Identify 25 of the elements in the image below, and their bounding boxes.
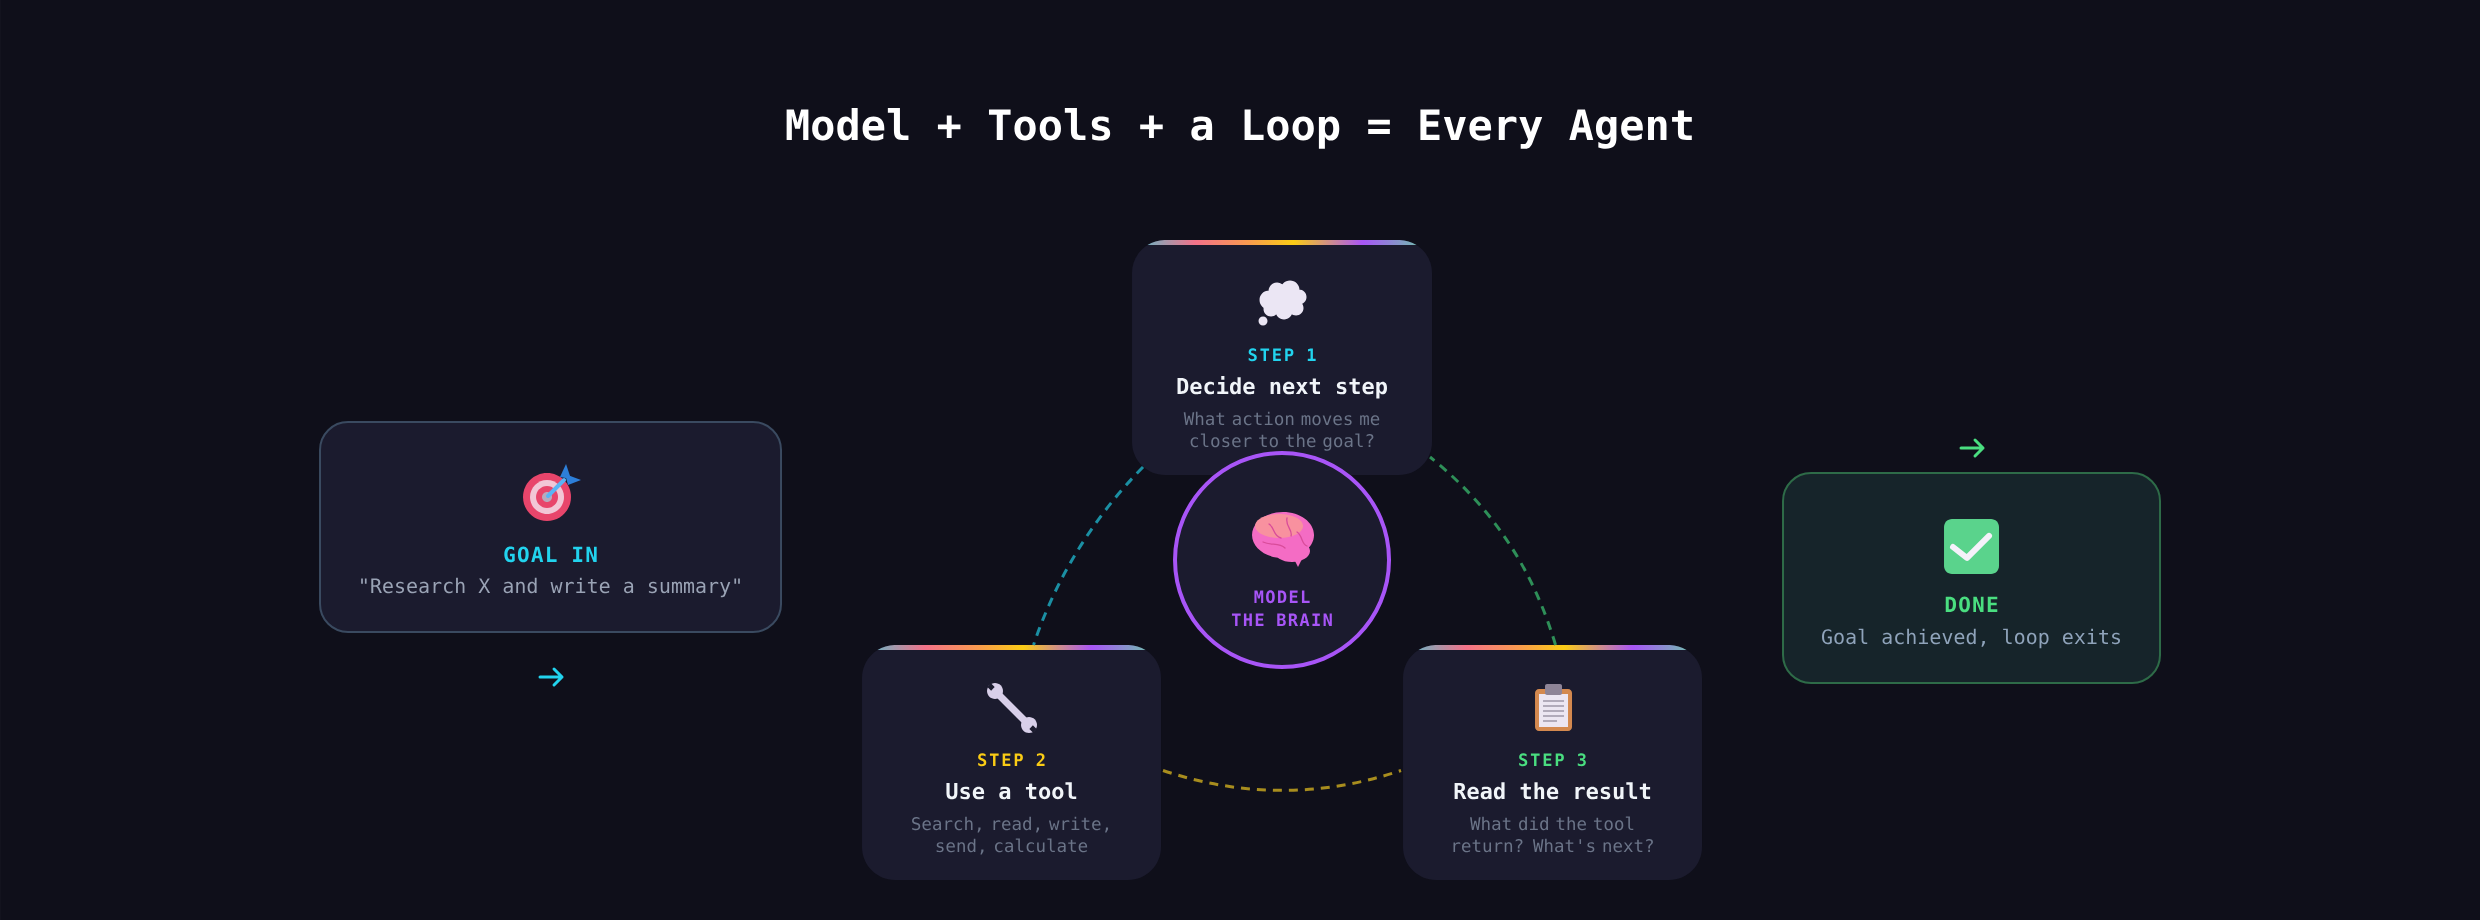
dashed-curve [1429,455,1557,646]
done-card [1782,472,2161,684]
card-heading: GOAL IN [504,546,597,563]
card-text: "Research X and write a summary" [361,577,740,598]
circle-label: THE BRAIN [1231,613,1332,626]
card-heading: DONE [1945,596,1998,613]
card-text: Goal achieved, loop exits [1822,628,2120,649]
dashed-curve [1162,769,1402,792]
dashed-curve [1032,465,1145,646]
card-text: What action moves me closer to the goal? [1183,411,1380,451]
step-card [1132,240,1432,475]
step-label: STEP 2 [978,753,1045,767]
step-card [1403,645,1702,880]
step-card [862,645,1161,880]
card-title: Use a tool [946,782,1077,800]
card-title: Decide next step [1177,376,1387,399]
goal-card [319,421,782,633]
model-circle [1173,451,1391,669]
step-label: STEP 1 [1248,348,1316,362]
card-title: Read the result [1454,782,1651,800]
title: Model + Tools + a Loop = Every Agent [786,108,1692,149]
card-text: What did the tool return? What's next? [1453,816,1653,853]
step-label: STEP 3 [1519,753,1586,767]
card-text: Search, read, write, send, calculate [912,816,1109,855]
circle-label: MODEL [1254,590,1310,604]
